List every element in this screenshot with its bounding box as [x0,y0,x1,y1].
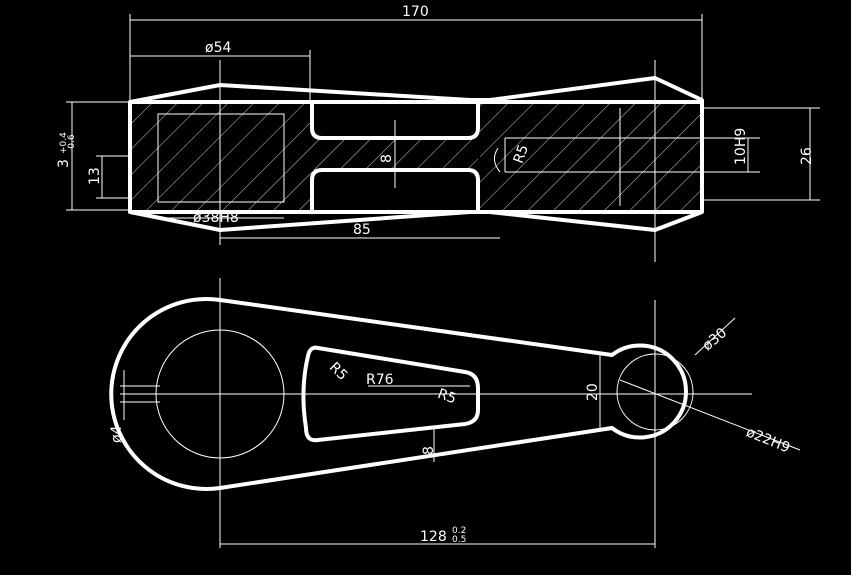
dim-small-bore: ø22H9 [744,424,792,456]
section-hatching [130,102,702,212]
dim-overall-length: 170 [402,4,429,20]
dim-center-tol-upper: 0.2 [452,526,466,536]
dim-center-distance: 85 [353,222,371,238]
dim-right-26: 26 [799,147,815,165]
dim-left-13: 13 [87,167,103,185]
top-view: ø30 ø22H9 R5 R5 R76 20 ø4 8 128 0.2 0.5 [109,278,801,548]
dim-left-height-tol-upper: +0.4 [59,132,69,154]
dim-center-main: 128 [420,529,447,545]
dim-rib-radius: R5 [511,143,532,166]
dim-small-boss: ø30 [700,325,731,354]
dim-bore: ø38H8 [193,210,239,226]
dim-boss-diameter: ø54 [205,40,231,56]
dim-left-height-tol-lower: -0.6 [67,134,77,152]
dim-center-tol-lower: 0.5 [452,535,466,545]
dim-right-hole: 10H9 [733,128,749,165]
lightening-slot [301,345,480,443]
dim-slot-r5-right: R5 [435,386,458,407]
dim-arc-r76: R76 [366,372,394,388]
dim-web-thickness: 8 [379,154,395,163]
dim-left-height: 3 [56,159,72,168]
dim-width-20: 20 [585,383,601,401]
dim-slot-r5-top: R5 [326,359,350,383]
dim-slot-8: 8 [421,446,437,455]
front-view: 170 ø54 ø38H8 85 8 R5 3 +0.4 -0.6 13 10H… [56,4,820,262]
dim-small-hole: ø4 [109,425,125,443]
